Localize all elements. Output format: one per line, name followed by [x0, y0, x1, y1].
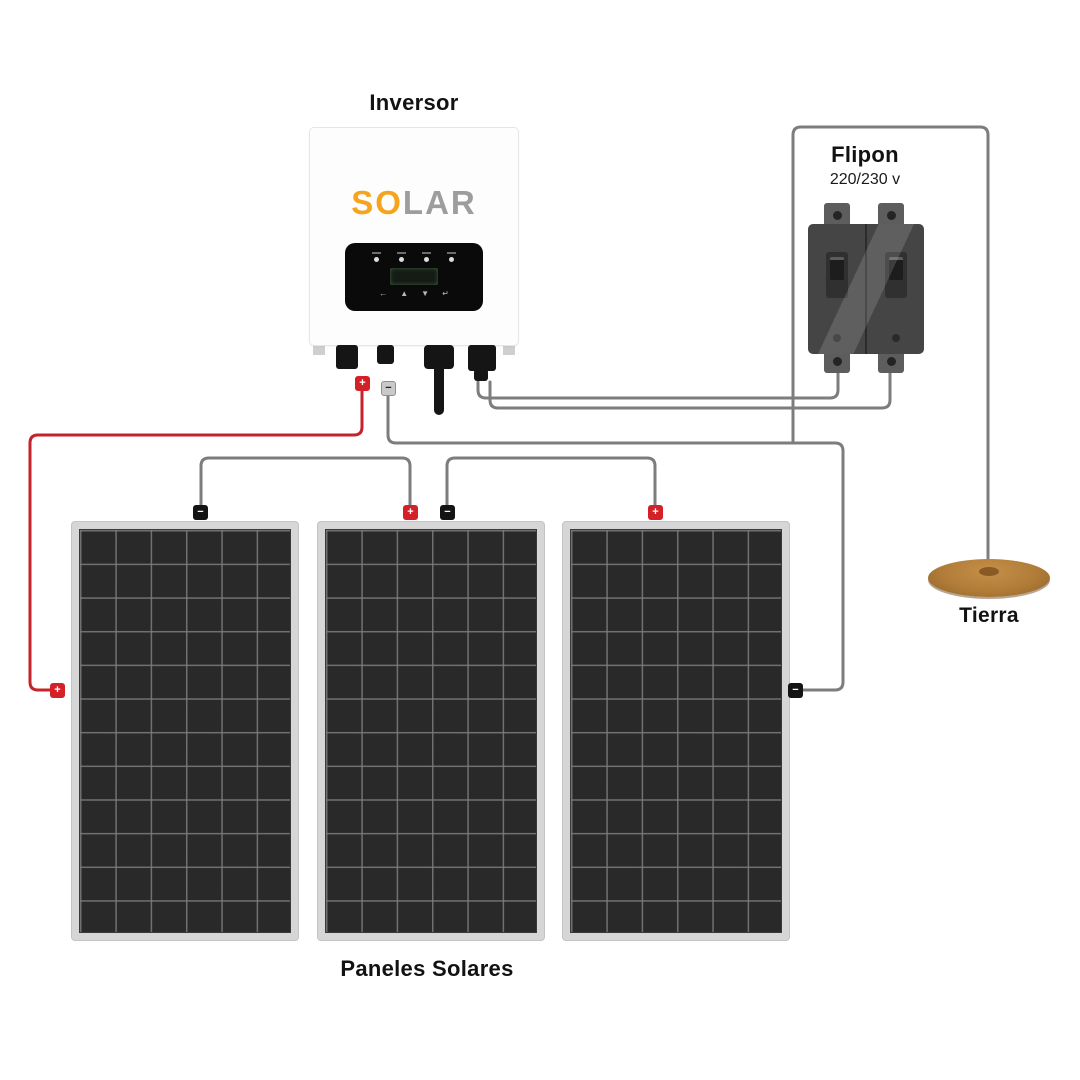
breaker-title: Flipon: [831, 142, 899, 167]
inverter-brand-logo: SOLAR: [310, 184, 518, 222]
status-led: [422, 252, 431, 262]
panels-title: Paneles Solares: [340, 956, 514, 981]
breaker-label-group: Flipon 220/230 v: [798, 142, 932, 189]
solar-panel-2: [318, 522, 544, 940]
panel3-string-negative-terminal: −: [788, 683, 803, 698]
back-button-icon: ←: [379, 289, 388, 298]
wire-panel1-to-panel2: [199, 456, 412, 507]
circuit-breaker: [808, 224, 924, 354]
panel2-negative-terminal: −: [440, 505, 455, 520]
logo-orange-letters: SO: [351, 184, 403, 221]
dc-connector-2: [377, 345, 394, 364]
status-led: [447, 252, 456, 262]
lcd-screen: [390, 268, 438, 285]
solar-panel-cells: [79, 529, 291, 933]
breaker-toggle-slot: [825, 252, 848, 298]
breaker-toggle-slot: [884, 252, 907, 298]
solar-panel-cells: [570, 529, 782, 933]
breaker-toggle-handle: [888, 257, 903, 280]
enter-button-icon: ↵: [442, 289, 449, 298]
breaker-voltage: 220/230 v: [829, 171, 901, 188]
antenna-connector: [424, 345, 454, 369]
mount-tab-right: [503, 345, 515, 355]
earth-rod-hole: [979, 567, 999, 576]
earth-title: Tierra: [959, 604, 1019, 627]
logo-gray-letters: LAR: [402, 184, 477, 221]
mount-tab-left: [313, 345, 325, 355]
solar-panel-3: [563, 522, 789, 940]
ac-output-connector: [468, 345, 496, 371]
status-led: [397, 252, 406, 262]
down-button-icon: ▼: [421, 289, 430, 298]
inverter-display-panel: ← ▲ ▼ ↵: [345, 243, 483, 311]
up-button-icon: ▲: [400, 289, 409, 298]
panel1-string-positive-terminal: +: [50, 683, 65, 698]
solar-panel-1: [72, 522, 298, 940]
wire-ac-line-2: [488, 366, 892, 410]
ac-output-nub: [474, 369, 488, 381]
breaker-pole-1: [808, 224, 865, 354]
breaker-toggle-handle: [829, 257, 844, 280]
inverter-title: Inversor: [369, 90, 459, 115]
wire-panel2-to-panel3: [445, 456, 657, 507]
antenna-stem: [434, 367, 444, 415]
panel3-positive-terminal: +: [648, 505, 663, 520]
breaker-pole-2: [865, 224, 924, 354]
inverter-unit: SOLAR ← ▲ ▼ ↵: [310, 128, 518, 345]
inverter-positive-terminal: +: [355, 376, 370, 391]
status-led: [372, 252, 381, 262]
earth-ground-mound: [928, 559, 1050, 597]
breaker-screw: [891, 334, 900, 342]
status-led-row: [345, 252, 483, 262]
inverter-negative-terminal: −: [381, 381, 396, 396]
dc-connector-1: [336, 345, 358, 369]
display-buttons-row: ← ▲ ▼ ↵: [345, 290, 483, 298]
panel2-positive-terminal: +: [403, 505, 418, 520]
breaker-screw: [832, 334, 841, 342]
solar-panel-cells: [325, 529, 537, 933]
panel1-negative-terminal: −: [193, 505, 208, 520]
wire-ac-line-1: [476, 366, 840, 400]
